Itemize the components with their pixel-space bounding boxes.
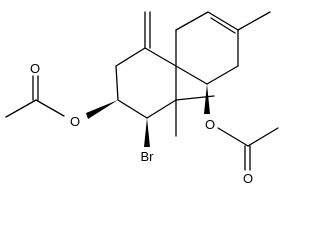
atom-label-o-carbonyl-right: O xyxy=(243,171,253,186)
wedge-bond-ester-left xyxy=(86,100,118,119)
bond-acyl-methyl-right xyxy=(247,127,279,147)
bond-ring-b5 xyxy=(206,65,239,85)
bond-ring-a3 xyxy=(146,99,177,119)
bond-o-acyl-right xyxy=(217,127,249,147)
wedge-bond-ester-right xyxy=(204,84,210,114)
bond-acyl-methyl-left xyxy=(5,99,37,118)
bond-ring-a6 xyxy=(115,47,146,67)
bond-ring-a4 xyxy=(117,99,148,119)
bond-ring-b6 xyxy=(175,65,208,85)
bond-o-acyl-left xyxy=(35,99,65,117)
wedge-bond-bromine xyxy=(144,118,150,147)
atom-label-o-ester-right: O xyxy=(205,117,215,132)
bond-ring-b2 xyxy=(175,11,209,31)
bond-ring-b3 xyxy=(207,11,239,31)
bond-ring-a1 xyxy=(144,47,177,67)
atom-label-o-ester-left: O xyxy=(70,114,80,129)
molecule-structure: O O Br O O xyxy=(5,11,279,186)
bond-ring-b3-double xyxy=(210,17,236,34)
bond-vinyl-methyl xyxy=(237,11,271,31)
bond-ring-a5 xyxy=(115,65,119,101)
atom-label-o-carbonyl-left: O xyxy=(30,61,40,76)
atom-label-bromine: Br xyxy=(141,149,155,164)
